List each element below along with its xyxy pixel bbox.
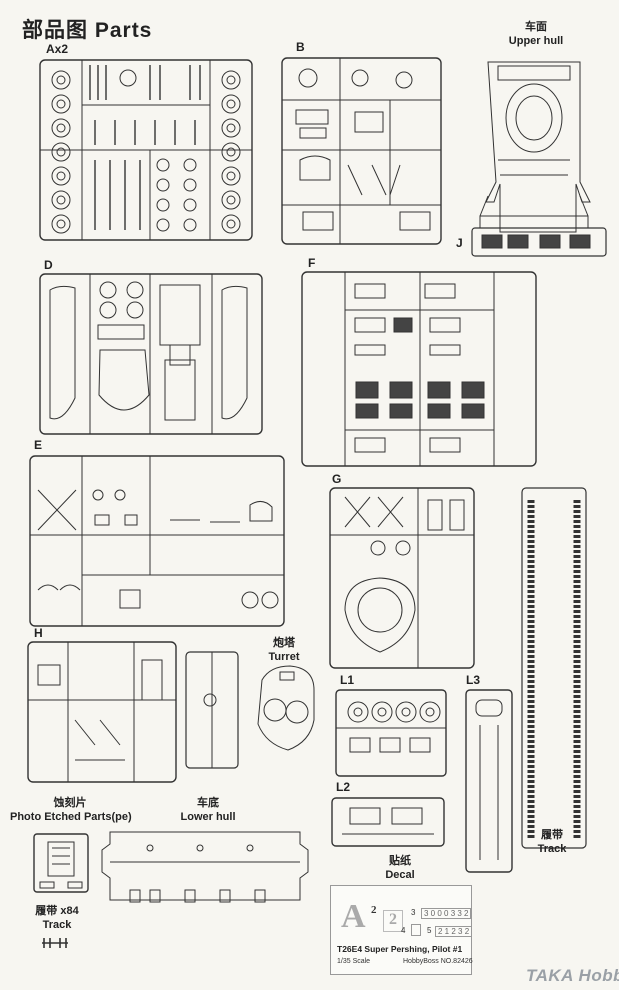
decal-num-4: 4 — [401, 926, 406, 935]
sprue-e-frame — [29, 455, 285, 627]
sprue-d-label: D — [44, 258, 53, 272]
watermark: TAKA Hobby — [526, 966, 619, 985]
sprue-e-label: E — [34, 438, 43, 452]
sprue-l1-label: L1 — [340, 673, 355, 687]
upper-hull-label-zh: 车面 — [525, 21, 547, 33]
sprue-a-count: Ax2 — [46, 42, 69, 56]
upper-hull-label-en: Upper hull — [508, 35, 564, 47]
photo-etched-label-zh: 蚀刻片 — [53, 797, 87, 809]
lower-hull-drawing — [101, 831, 309, 903]
track-runs — [521, 487, 587, 849]
decal-label: 贴纸 Decal — [360, 854, 440, 882]
sprue-b-label: B — [296, 40, 305, 54]
lower-hull-label-en: Lower hull — [180, 811, 236, 823]
decal-num-5: 5 — [427, 926, 432, 935]
sprue-l3-label: L3 — [466, 673, 481, 687]
lower-hull-label-zh: 车底 — [197, 797, 219, 809]
photo-etched-label-en: Photo Etched Parts(pe) — [10, 811, 132, 823]
decal-letter-a: A — [341, 898, 366, 935]
decal-brand: HobbyBoss NO.82426 — [403, 958, 473, 965]
sprue-g-frame — [329, 487, 475, 669]
turret-drawing — [257, 665, 315, 751]
sprue-b-frame — [281, 57, 442, 245]
sprue-l1-frame — [335, 689, 447, 777]
track-links-label-zh: 履带 x84 — [35, 905, 79, 917]
sprue-l2-frame — [331, 797, 445, 847]
lower-hull-label: 车底 Lower hull — [168, 796, 248, 824]
sprue-f-frame — [301, 271, 537, 467]
track-links-label-en: Track — [42, 919, 72, 931]
sprue-l2-label: L2 — [336, 780, 351, 794]
decal-box-4 — [411, 924, 421, 936]
upper-hull-drawing — [479, 61, 591, 233]
photo-etched-label: 蚀刻片 Photo Etched Parts(pe) — [10, 796, 132, 824]
decal-number-2: 2 — [371, 904, 377, 916]
decal-scale: 1/35 Scale — [337, 958, 371, 965]
decal-code-3: 3 0 0 0 3 3 2 — [421, 908, 472, 919]
sprue-a-road-wheels — [51, 69, 241, 234]
decal-code-5: 2 1 2 3 2 — [435, 926, 473, 937]
decal-label-zh: 贴纸 — [389, 855, 411, 867]
track-links-label: 履带 x84 Track — [22, 904, 92, 932]
decal-num-3: 3 — [411, 908, 416, 917]
sprue-h-label: H — [34, 626, 43, 640]
sprue-g-label: G — [332, 472, 342, 486]
track-label: 履带 Track — [522, 828, 582, 856]
track-label-zh: 履带 — [541, 829, 563, 841]
sprue-l3-frame — [465, 689, 513, 873]
page-title: 部品图 Parts — [22, 19, 153, 42]
decal-box-2: 2 — [383, 910, 403, 932]
decal-sheet: A 2 2 3 3 0 0 0 3 3 2 4 5 2 1 2 3 2 T26E… — [330, 885, 473, 975]
decal-label-en: Decal — [385, 869, 415, 881]
turret-label-en: Turret — [268, 651, 300, 663]
sprue-j-frame — [471, 227, 607, 257]
turret-label: 炮塔 Turret — [254, 636, 314, 664]
sprue-d-frame — [39, 273, 263, 435]
upper-hull-label: 车面 Upper hull — [496, 20, 576, 48]
sprue-f-label: F — [308, 256, 316, 270]
decal-kit-title: T26E4 Super Pershing, Pilot #1 — [337, 944, 463, 954]
track-link-sample — [42, 938, 68, 948]
sprue-h-frame — [27, 641, 177, 783]
photo-etched-fret — [33, 833, 89, 893]
turret-label-zh: 炮塔 — [273, 637, 295, 649]
sprue-j-label: J — [456, 236, 463, 250]
track-label-en: Track — [537, 843, 567, 855]
